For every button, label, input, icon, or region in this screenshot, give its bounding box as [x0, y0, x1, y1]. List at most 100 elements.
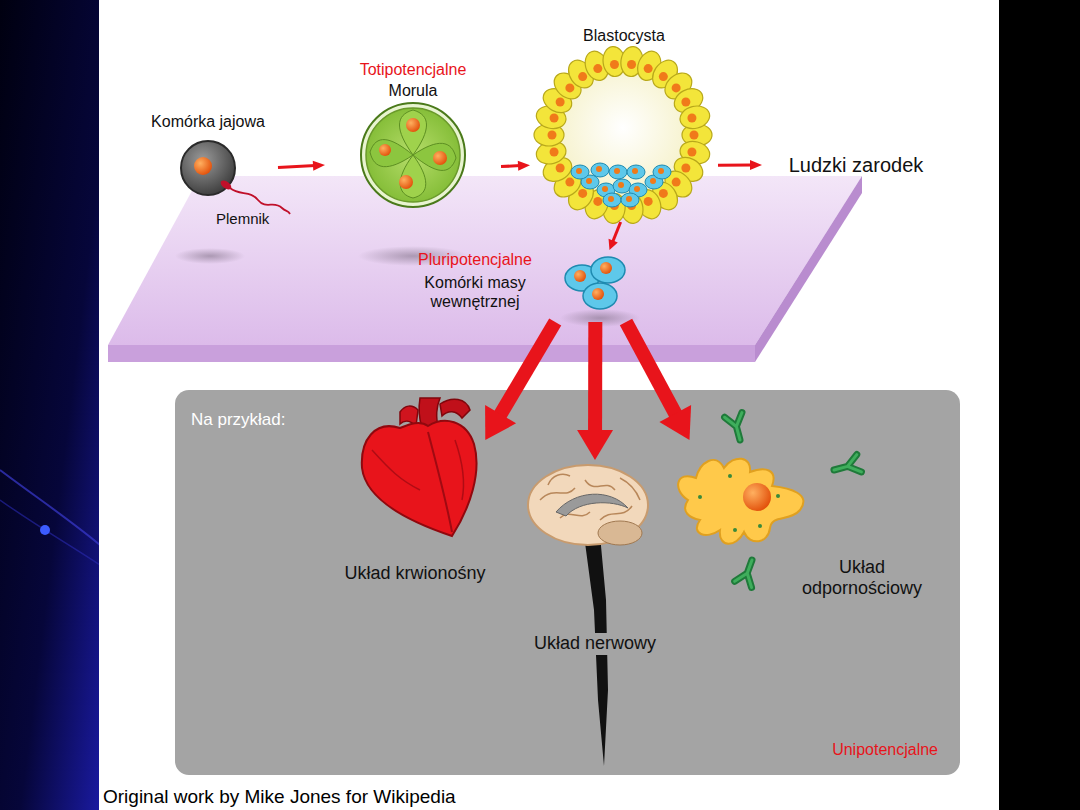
sperm: [219, 179, 290, 214]
potency-label: Totipotencjalne: [360, 60, 467, 79]
shadow: [175, 248, 245, 264]
cell-nucleus: [634, 186, 640, 192]
cell-nucleus: [610, 60, 619, 69]
side-band: [999, 0, 1080, 810]
cell-nucleus: [578, 189, 587, 198]
inner-cell: [621, 193, 639, 207]
node-label: Ludzki zarodek: [789, 153, 924, 177]
cell-nucleus: [593, 197, 602, 206]
cell-nucleus: [608, 196, 614, 202]
flow-arrow: [501, 161, 530, 171]
trophoblast-cell: [678, 103, 712, 132]
cell-nucleus: [565, 83, 574, 92]
plane: [108, 176, 862, 345]
plane-edge: [755, 176, 862, 362]
arrow-head: [518, 161, 530, 171]
cell-nucleus: [659, 72, 668, 81]
cell-nucleus: [650, 178, 656, 184]
cell-nucleus: [593, 64, 602, 73]
caption: Original work by Mike Jones for Wikipedi…: [103, 786, 456, 808]
arrow-shaft: [612, 222, 620, 243]
arrow-head: [485, 405, 516, 440]
node-label: Układ nerwowy: [530, 633, 660, 655]
stage-node: Układ nerwowy: [510, 460, 680, 655]
cell-nucleus: [627, 60, 636, 69]
node-label: Układ krwionośny: [344, 563, 485, 585]
brain: [528, 465, 648, 766]
cell-nucleus: [586, 178, 592, 184]
cell-nucleus: [556, 163, 565, 172]
arrow-head: [750, 160, 762, 170]
cell-nucleus: [548, 131, 557, 140]
inner-cell: [613, 179, 631, 193]
arrow-shaft: [278, 166, 315, 168]
arrow-head: [659, 405, 691, 440]
immune-cell: [678, 413, 861, 588]
arrow-head: [577, 430, 613, 460]
dot: [40, 525, 50, 535]
stage-node: TotipotencjalneMorula: [335, 60, 491, 208]
cell-nucleus: [690, 131, 699, 140]
cell-nucleus: [556, 98, 565, 107]
heart: [362, 398, 477, 536]
cell-nucleus: [672, 178, 681, 187]
potency-label: Pluripotencjalne: [418, 250, 532, 269]
cell-nucleus: [618, 182, 624, 188]
cell-nucleus: [596, 166, 602, 172]
side-band: [0, 0, 100, 810]
potency-label: Unipotencjalne: [832, 740, 938, 759]
flow-arrow: [626, 322, 691, 440]
node-label: Komórki masy wewnętrznej: [415, 273, 535, 311]
flow-arrow: [609, 222, 621, 250]
morula: [361, 103, 465, 207]
cell-nucleus: [644, 64, 653, 73]
swoosh: [0, 500, 100, 565]
cell-nucleus: [658, 168, 664, 174]
blastocyst: [534, 45, 712, 224]
cell-nucleus: [626, 196, 632, 202]
stage-node: Układ odpornościowy: [665, 440, 937, 600]
cell-nucleus: [659, 189, 668, 198]
stage-node: Układ krwionośny: [320, 440, 510, 585]
cell-nucleus: [576, 168, 582, 174]
flow-arrow: [718, 160, 762, 170]
inner-cell: [653, 165, 671, 179]
slide-panel: [99, 0, 999, 810]
cell-nucleus: [681, 98, 690, 107]
arrow-shaft: [718, 164, 752, 167]
cell-nucleus: [672, 83, 681, 92]
inner-cell: [609, 165, 627, 179]
arrow-head: [609, 239, 618, 250]
inner-cell: [627, 165, 645, 179]
arrow-shaft: [626, 322, 678, 419]
stage-node: PluripotencjalneKomórki masy wewnętrznej: [390, 250, 626, 322]
cell-nucleus: [687, 147, 696, 156]
cell-nucleus: [687, 114, 696, 123]
cell-nucleus: [614, 168, 620, 174]
example-region: Na przykład: Unipotencjalne Układ krwionoś…: [175, 390, 960, 775]
node-label: Komórka jajowa: [151, 112, 265, 131]
cell-nucleus: [644, 197, 653, 206]
node-label: Na przykład:: [191, 410, 285, 430]
node-label: Układ odpornościowy: [787, 557, 937, 600]
plane-edge: [108, 345, 755, 362]
stage-node: Blastocysta: [540, 26, 708, 222]
arrow-shaft: [501, 164, 520, 168]
cell-nucleus: [578, 72, 587, 81]
flow-arrow: [278, 161, 325, 171]
cell-nucleus: [632, 168, 638, 174]
inner-cell: [603, 193, 621, 207]
node-label: Morula: [389, 81, 438, 100]
inner-cell: [571, 165, 589, 179]
cell-nucleus: [565, 178, 574, 187]
arrow-shaft: [498, 322, 556, 419]
arrow-head: [313, 161, 325, 171]
inner-cell: [591, 163, 609, 177]
cell-nucleus: [550, 147, 559, 156]
flow-arrow: [577, 322, 613, 460]
grey-region: [175, 390, 960, 775]
cell-nucleus: [602, 186, 608, 192]
egg-cell: [181, 141, 235, 195]
inner-mass-cells: [565, 257, 625, 309]
node-label: Blastocysta: [583, 26, 665, 45]
